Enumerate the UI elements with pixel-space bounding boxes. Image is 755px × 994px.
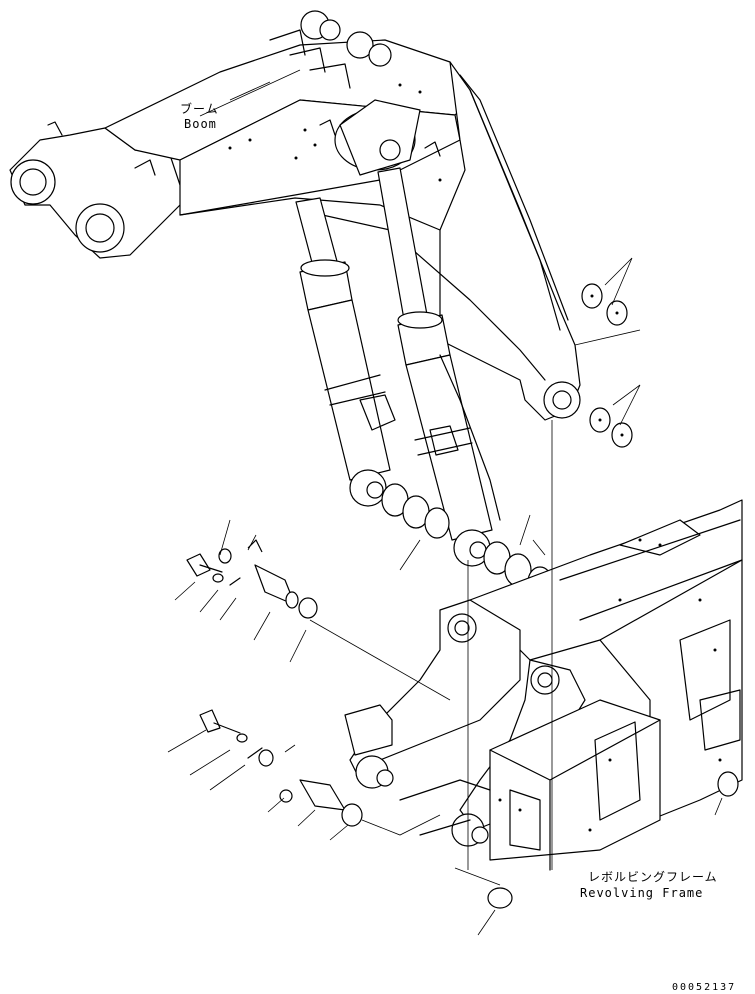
shim-group-middle [589,384,641,448]
revolving-frame-label-jp: レボルビングフレーム [588,870,718,884]
revolving-frame-label-en: Revolving Frame [580,886,704,900]
boom-label-jp: ブーム [180,102,219,116]
bushings [477,771,739,936]
left-cylinder [295,197,396,507]
right-cylinder [377,167,501,567]
pin-assembly-lower [167,709,363,841]
revolving-frame [344,499,743,871]
shim-group-left [381,483,450,571]
drawing-number: 00052137 [672,982,737,993]
pin-assembly-upper [174,519,318,663]
alignment-lines [309,329,641,886]
shim-group-upper [581,257,633,326]
boom-label-en: Boom [184,117,217,131]
boom-assembly [9,10,581,421]
